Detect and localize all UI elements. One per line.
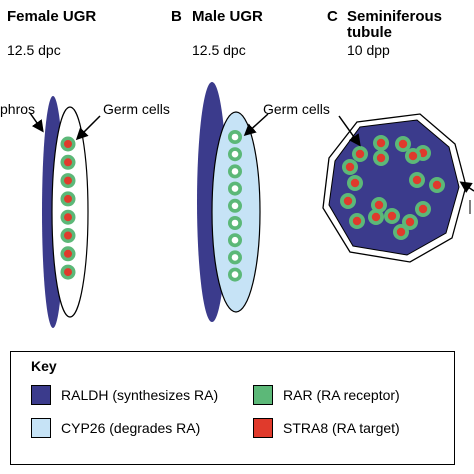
key-swatch-cyp26 [31, 418, 51, 438]
panel-c-letter: C [327, 8, 338, 25]
panel-a-germ-cells [60, 136, 76, 280]
panel-c-germ-cells [340, 135, 445, 240]
germ-cell [347, 175, 363, 191]
germ-cell [60, 136, 76, 152]
germ-cell [228, 181, 242, 196]
panel-c-title-line1: Seminiferous [347, 8, 443, 25]
panel-b-germ-cells-arrow [243, 113, 269, 137]
panel-a-germ-cells-arrow [75, 115, 101, 141]
germ-cell [228, 267, 242, 282]
germ-cell [384, 208, 400, 224]
panel-a-title: Female UGR [7, 8, 97, 25]
germ-cell [395, 136, 411, 152]
panel-a-age: 12.5 dpc [7, 42, 61, 58]
germ-cell [349, 213, 365, 229]
germ-cell [373, 135, 389, 151]
germ-cell [228, 216, 242, 230]
panel-c-title-line2: tubule [347, 24, 392, 41]
germ-cell [228, 198, 242, 213]
germ-cell [228, 233, 242, 248]
germ-cell [352, 146, 368, 162]
germ-cell [393, 224, 409, 240]
germ-cell [340, 193, 356, 209]
key-label-raldh: RALDH (synthesizes RA) [61, 387, 219, 403]
germ-cell [60, 173, 76, 189]
germ-cell [415, 201, 431, 217]
key-title: Key [31, 358, 57, 374]
panel-c-outer-arrow [459, 181, 474, 193]
panel-b-germ-cells [228, 130, 242, 282]
key-label-cyp26: CYP26 (degrades RA) [61, 420, 201, 436]
panel-a-germ-cells-label: Germ cells [103, 101, 170, 117]
panel-b-germ-cells-label: Germ cells [263, 101, 330, 117]
germ-cell [60, 191, 76, 207]
germ-cell [228, 147, 242, 162]
panel-c-age: 10 dpp [347, 42, 390, 58]
panel-b-age: 12.5 dpc [192, 42, 246, 58]
panel-b-title: Male UGR [192, 8, 263, 25]
panel-a-tissue-label: phros [0, 101, 36, 117]
germ-cell [373, 150, 389, 166]
panel-c-inner-arrow [338, 115, 361, 147]
key-swatch-stra8 [253, 418, 273, 438]
key-swatch-rar [253, 385, 273, 405]
germ-cell [60, 209, 76, 225]
key-label-rar: RAR (RA receptor) [283, 387, 400, 403]
panel-b-letter: B [171, 8, 182, 25]
germ-cell [60, 154, 76, 170]
key-swatch-raldh [31, 385, 51, 405]
germ-cell [405, 148, 421, 164]
germ-cell [228, 250, 242, 265]
germ-cell [228, 130, 242, 144]
panel-a-tissue-arrow [29, 112, 44, 133]
germ-cell [371, 197, 387, 213]
germ-cell [60, 246, 76, 262]
key-box: Key RALDH (synthesizes RA) CYP26 (degrad… [10, 351, 455, 465]
germ-cell [409, 172, 425, 188]
germ-cell [429, 177, 445, 193]
germ-cell [368, 209, 384, 225]
germ-cell [60, 228, 76, 243]
germ-cell [228, 164, 242, 179]
germ-cell [342, 159, 358, 175]
germ-cell [60, 264, 76, 280]
key-label-stra8: STRA8 (RA target) [283, 420, 400, 436]
